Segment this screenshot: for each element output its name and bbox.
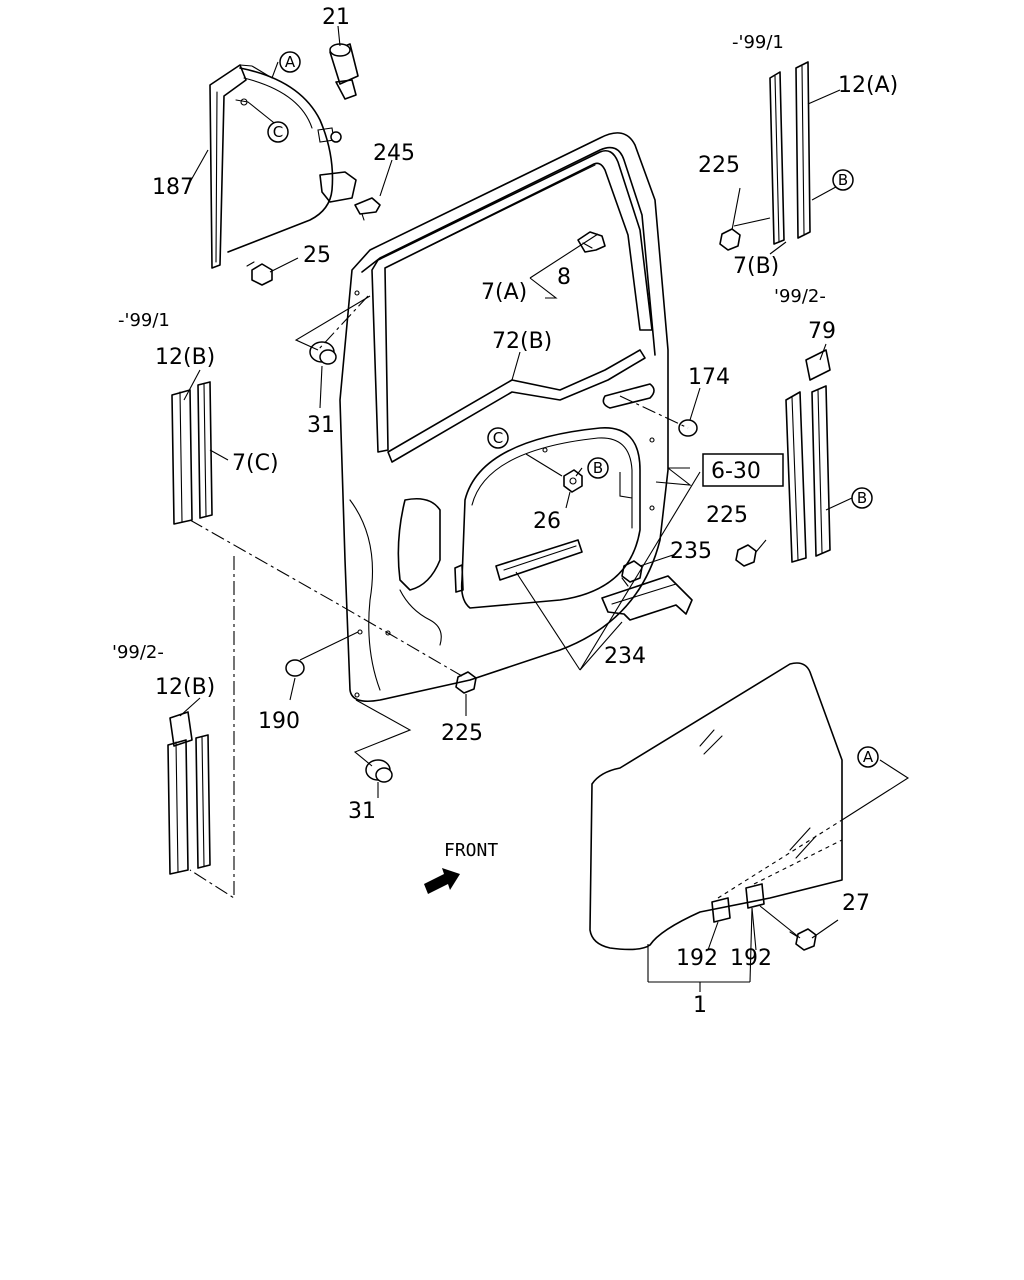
callout-b-top-right: B [832, 169, 854, 191]
label-225-right: 225 [706, 503, 748, 528]
callout-a-top: A [279, 51, 301, 73]
label-79: 79 [808, 319, 836, 344]
beltline-weatherstrip [387, 349, 646, 463]
stopper-upper [309, 341, 337, 365]
label-192-right: 192 [730, 946, 772, 971]
label-7b: 7(B) [733, 254, 779, 279]
window-regulator [209, 64, 357, 269]
bolt-235 [621, 560, 643, 587]
label-21: 21 [322, 5, 350, 30]
label-225-bottom: 225 [441, 721, 483, 746]
svg-text:B: B [838, 171, 848, 189]
bracket-234 [601, 575, 693, 621]
glass-run-channel-79 [785, 349, 831, 563]
label-225-top: 225 [698, 153, 740, 178]
svg-text:A: A [863, 748, 874, 766]
svg-text:A: A [285, 53, 296, 71]
svg-text:C: C [273, 123, 283, 141]
svg-text:B: B [857, 489, 867, 507]
label-235: 235 [670, 539, 712, 564]
label-1: 1 [693, 993, 707, 1018]
callout-b-right: B [851, 487, 873, 509]
label-31-bottom: 31 [348, 799, 376, 824]
stopper-lower [365, 759, 393, 783]
label-8: 8 [557, 265, 571, 290]
label-12b-bottom: 12(B) [155, 675, 215, 700]
front-label: FRONT [444, 840, 498, 861]
door-glass [589, 662, 843, 951]
callout-c-top: C [267, 121, 289, 143]
label-72b: 72(B) [492, 329, 552, 354]
label-245: 245 [373, 141, 415, 166]
svg-text:B: B [593, 459, 603, 477]
date-notes: -'99/1 '99/2- -'99/1 '99/2- [112, 32, 826, 663]
callout-a-right: A [857, 746, 879, 768]
label-7c: 7(C) [232, 451, 279, 476]
window-run-channel [371, 149, 653, 453]
plug-190 [285, 659, 305, 677]
label-6-30: 6-30 [711, 459, 761, 484]
door-panel [339, 132, 669, 703]
glass-run-channel-12b-upper [171, 381, 213, 525]
label-26: 26 [533, 509, 561, 534]
svg-text:C: C [493, 429, 503, 447]
label-7a: 7(A) [481, 280, 527, 305]
label-25: 25 [303, 243, 331, 268]
regulator-bolt [246, 261, 273, 286]
callout-c-mid: C [487, 427, 509, 449]
label-12a: 12(A) [838, 73, 898, 98]
regulator-bracket [354, 197, 381, 221]
front-arrow-icon [424, 868, 460, 894]
part-labels: 21 187 245 25 31 31 7(A) 8 72(B) 174 6-3… [152, 5, 898, 1018]
assembly-dash-lines [189, 64, 843, 900]
glass-run-channel-12a [769, 61, 811, 245]
bolt-27 [789, 928, 817, 951]
glass-run-channel-12b-lower [167, 711, 211, 875]
label-187: 187 [152, 175, 194, 200]
callout-b-mid: B [587, 457, 609, 479]
date-note-left-top: -'99/1 [118, 310, 170, 331]
date-note-left-bottom: '99/2- [112, 642, 164, 663]
label-174: 174 [688, 365, 730, 390]
bolt-225-top [719, 228, 741, 251]
label-31-top: 31 [307, 413, 335, 438]
date-note-right-mid: '99/2- [774, 286, 826, 307]
label-27: 27 [842, 891, 870, 916]
label-190: 190 [258, 709, 300, 734]
regulator-motor [329, 43, 359, 100]
nut-26 [563, 469, 583, 493]
label-12b-top: 12(B) [155, 345, 215, 370]
leader-lines [179, 25, 910, 992]
bolt-225-right [735, 544, 757, 567]
label-234: 234 [604, 644, 646, 669]
reference-box-6-30 [702, 453, 784, 487]
label-192-left: 192 [676, 946, 718, 971]
date-note-top-right: -'99/1 [732, 32, 784, 53]
clip [577, 231, 606, 253]
bolt-225-bottom [455, 671, 477, 694]
